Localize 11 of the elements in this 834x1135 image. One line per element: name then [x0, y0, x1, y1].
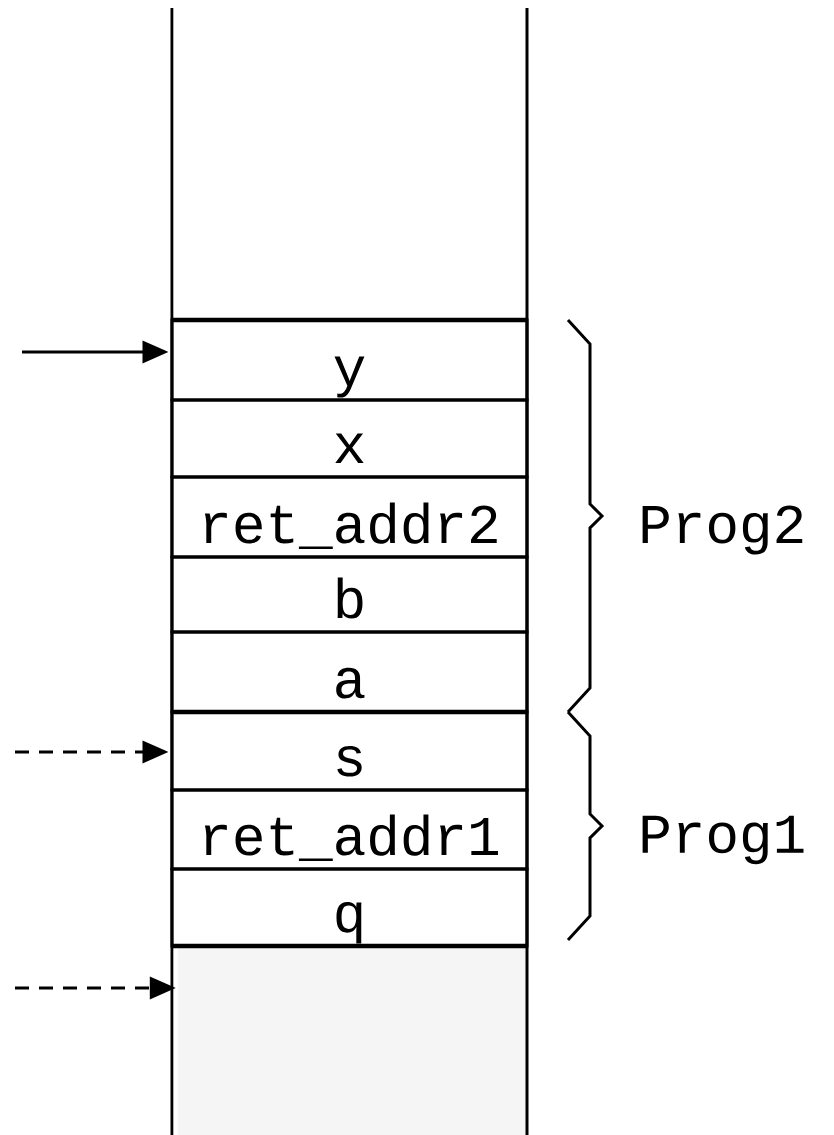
frame-label: Prog2	[642, 505, 803, 555]
stack-cell: b	[170, 555, 529, 634]
stack-cell: a	[170, 630, 529, 714]
stack-cell: ret_addr2	[170, 475, 529, 559]
node-label: y	[334, 356, 365, 398]
stack-cell: x	[170, 398, 529, 479]
frame-label: Prog1	[642, 815, 804, 865]
stack-cell: q	[170, 867, 529, 948]
empty-stack-area	[178, 946, 527, 1135]
stack-cell: ret_addr1	[170, 788, 529, 871]
node-label: s	[337, 745, 362, 777]
